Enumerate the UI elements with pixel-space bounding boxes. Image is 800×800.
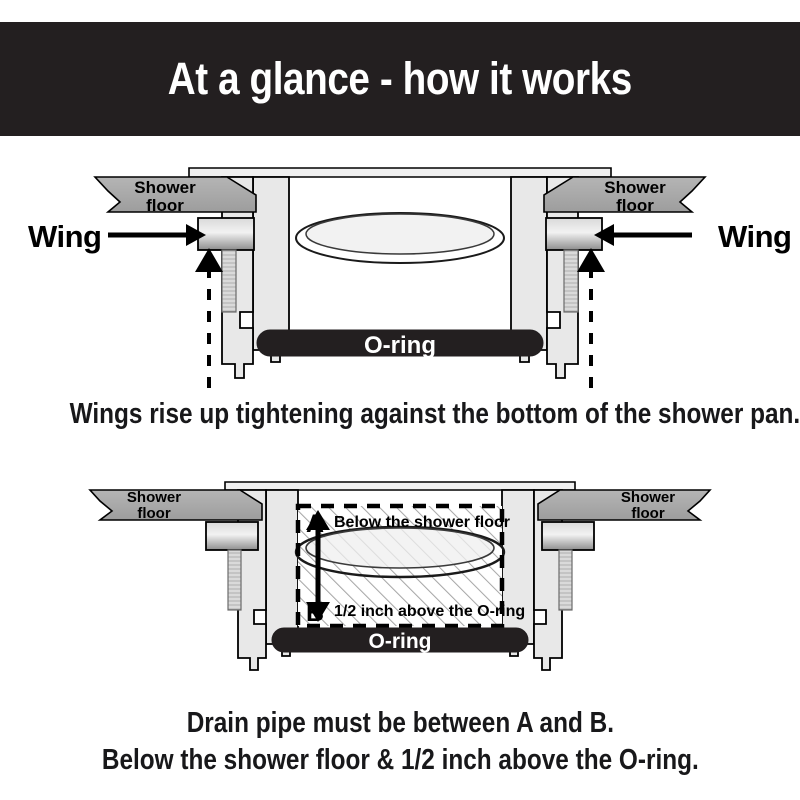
wing-arrow-right (594, 224, 692, 246)
oring-band (256, 329, 544, 357)
shower-floor-band-right (543, 176, 707, 213)
caption-diagram-2-line1: Drain pipe must be between A and B. (186, 707, 614, 739)
diagram-2-svg (88, 481, 712, 671)
shower-floor-band-right-2 (537, 489, 712, 521)
wing-block-left-2 (205, 521, 259, 551)
pipe-opening-inner-ellipse (305, 213, 495, 255)
shower-floor-label-right-2-line1: Shower (620, 489, 676, 506)
page-title: At a glance - how it works (167, 53, 633, 104)
wing-label-left: Wing (28, 219, 102, 254)
wing-rise-arrow-right (577, 248, 605, 388)
wing-block-right-2 (541, 521, 595, 551)
shower-floor-label-left: Shower floor (110, 179, 220, 215)
range-label-b-letter: B (306, 599, 325, 627)
shower-floor-label-left-2: Shower floor (104, 490, 204, 522)
wing-label-right: Wing (718, 219, 792, 254)
threaded-bolt-right (563, 249, 579, 313)
threaded-bolt-right-2 (558, 549, 573, 611)
diagram-1-svg (93, 167, 707, 388)
diagram-drain-pipe-range: Shower floor Shower floor A Below the sh… (0, 468, 800, 698)
range-label-a-text: Below the shower floor (334, 514, 511, 531)
range-boundary-dashed-rect (295, 503, 505, 629)
shower-floor-label-right-line1: Shower (604, 178, 666, 197)
drain-top-flange-2 (224, 481, 576, 491)
caption-diagram-2-line2: Below the shower floor & 1/2 inch above … (101, 744, 699, 776)
shower-floor-label-left-2-line2: floor (137, 505, 171, 522)
diagram-wings-tightened: Wing Wing Shower floor Shower floor O-ri… (0, 150, 800, 395)
shower-floor-label-right: Shower floor (580, 179, 690, 215)
shower-floor-label-right-2: Shower floor (598, 490, 698, 522)
shower-floor-label-left-line2: floor (146, 196, 184, 215)
header-banner: At a glance - how it works (0, 22, 800, 136)
wing-rise-arrow-left (195, 248, 223, 388)
oring-band-2 (271, 627, 529, 653)
oring-label-2: O-ring (368, 630, 432, 653)
oring-label: O-ring (364, 332, 436, 359)
threaded-bolt-left-2 (227, 549, 242, 611)
wing-block-left (197, 217, 255, 251)
shower-floor-label-left-2-line1: Shower (126, 489, 182, 506)
range-label-b-text: 1/2 inch above the O-ring (334, 603, 526, 620)
shower-floor-label-right-2-line2: floor (631, 505, 665, 522)
drain-top-flange (188, 167, 612, 178)
range-label-a-letter: A (306, 510, 325, 538)
shower-floor-band-left-2 (88, 489, 263, 521)
shower-floor-label-right-line2: floor (616, 196, 654, 215)
wing-block-right (545, 217, 603, 251)
caption-diagram-1: Wings rise up tightening against the bot… (69, 398, 800, 430)
shower-floor-band-left (93, 176, 257, 213)
shower-floor-label-left-line1: Shower (134, 178, 196, 197)
range-double-arrow (306, 510, 330, 622)
pipe-opening-inner-ellipse-2 (305, 527, 495, 569)
wing-arrow-left (108, 224, 206, 246)
threaded-bolt-left (221, 249, 237, 313)
